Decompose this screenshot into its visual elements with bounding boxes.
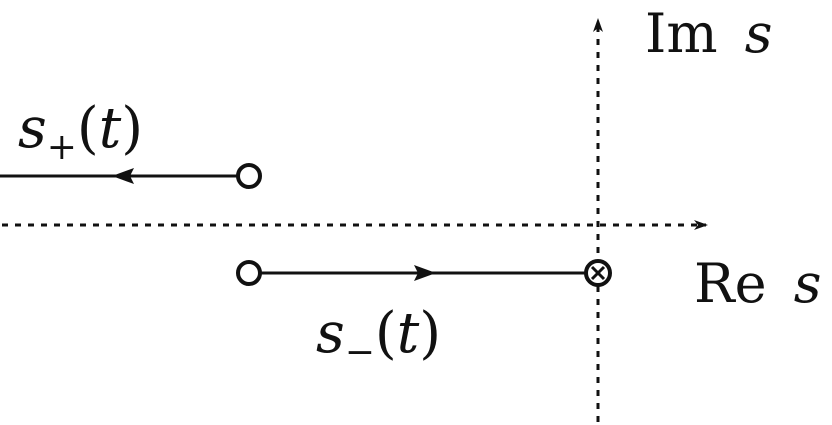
lower-path-label: s−(t) [316, 301, 441, 373]
lower-path-arrowhead [414, 265, 436, 281]
upper-path-arrowhead [112, 168, 134, 184]
lower-start-point [236, 260, 262, 286]
imaginary-axis-label: Im s [645, 2, 772, 65]
upper-path-label: s+(t) [18, 96, 143, 168]
real-axis-label: Re s [694, 252, 822, 315]
origin-crossed-point [584, 259, 612, 287]
upper-start-point [236, 163, 262, 189]
